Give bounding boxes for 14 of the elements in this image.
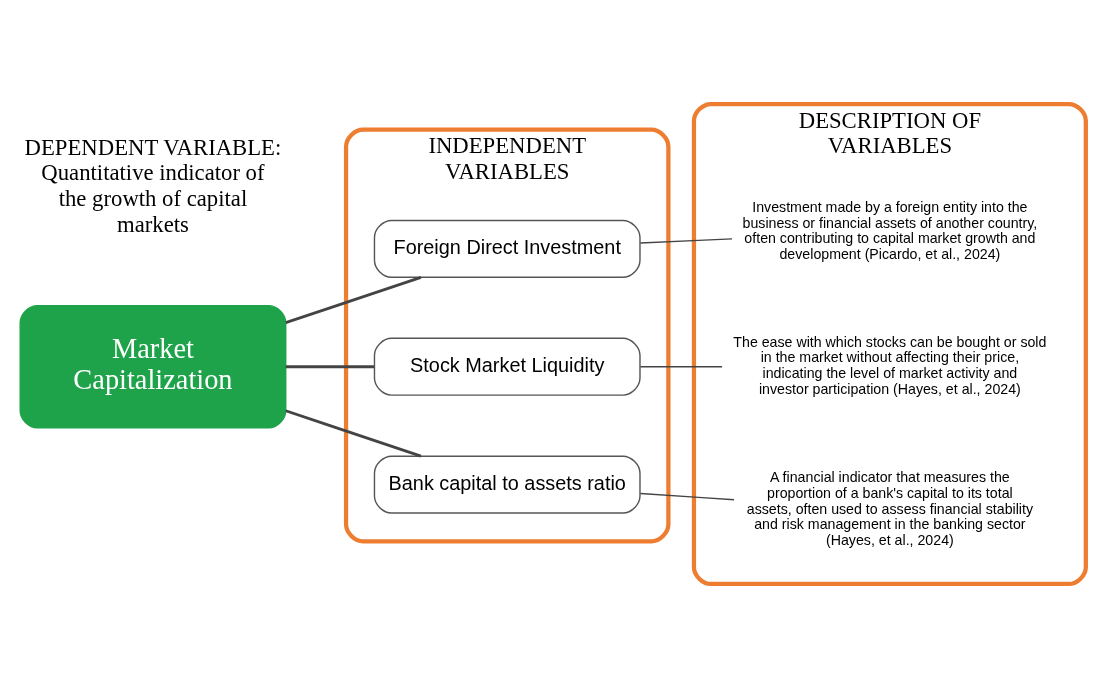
node-text: A financial indicator that measures the proportion of a bank's capital to its total assets, often used to assess financial stability and risk management in the banking sector (Hayes, et al., 2024) bbox=[746, 469, 1034, 548]
node-box: Foreign Direct Investment bbox=[373, 219, 641, 278]
label: DEPENDENT VARIABLE: Quantitative indicator of the growth of capital markets bbox=[24, 134, 282, 237]
connector bbox=[639, 492, 735, 501]
connector bbox=[285, 409, 422, 458]
connector bbox=[639, 238, 733, 244]
node-text: The ease with which stocks can be bought or sold in the market without affecting their price, indicating the level of market activity and investor participation (Hayes, et al., 2024) bbox=[733, 333, 1047, 397]
node-box: Stock Market Liquidity bbox=[373, 337, 641, 396]
node-box: Bank capital to assets ratio bbox=[373, 455, 641, 514]
connector bbox=[639, 366, 723, 368]
node-box: Market Capitalization bbox=[19, 304, 287, 429]
node-text: Investment made by a foreign entity into the business or financial assets of another country, often contributing to capital market growth and development (Picardo, et al., 2024) bbox=[742, 198, 1038, 262]
connector bbox=[285, 276, 422, 324]
connector bbox=[285, 365, 374, 369]
